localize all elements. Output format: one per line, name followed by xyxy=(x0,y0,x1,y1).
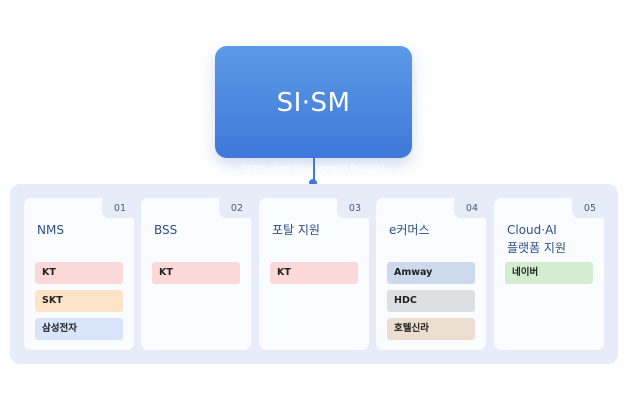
card-number: 04 xyxy=(465,203,478,214)
card-title: Cloud·AI 플랫폼 지원 xyxy=(507,221,566,257)
card-number-tab xyxy=(454,198,486,218)
card-number: 02 xyxy=(230,203,243,214)
card-title: 포탈 지원 xyxy=(272,223,320,237)
card-cloud-ai: 05 Cloud·AI 플랫폼 지원 네이버 xyxy=(494,198,604,350)
card-number-tab xyxy=(572,198,604,218)
tag-skt: SKT xyxy=(35,290,123,312)
card-title: e커머스 xyxy=(389,223,430,237)
tag-kt: KT xyxy=(35,262,123,284)
card-title: NMS xyxy=(37,223,64,237)
root-node: SI·SM SDP(System Development Princple) xyxy=(215,46,412,173)
card-number-tab xyxy=(102,198,134,218)
card-title-line1: Cloud·AI xyxy=(507,223,557,237)
card-number-tab xyxy=(337,198,369,218)
tag-hdc: HDC xyxy=(387,290,475,312)
card-portal: 03 포탈 지원 KT xyxy=(259,198,369,350)
card-number: 03 xyxy=(348,203,361,214)
tag-samsung: 삼성전자 xyxy=(35,318,123,340)
card-number: 05 xyxy=(583,203,596,214)
connector-line xyxy=(313,158,315,182)
tag-naver: 네이버 xyxy=(505,262,593,284)
tag-amway: Amway xyxy=(387,262,475,284)
card-bss: 02 BSS KT xyxy=(141,198,251,350)
card-title-line2: 플랫폼 지원 xyxy=(507,241,567,255)
card-nms: 01 NMS KT SKT 삼성전자 xyxy=(24,198,134,350)
tag-hotel-shilla: 호텔신라 xyxy=(387,318,475,340)
card-number: 01 xyxy=(113,203,126,214)
connector-dot xyxy=(309,179,317,187)
card-number-tab xyxy=(219,198,251,218)
card-ecommerce: 04 e커머스 Amway HDC 호텔신라 xyxy=(376,198,486,350)
tag-kt: KT xyxy=(270,262,358,284)
tag-kt: KT xyxy=(152,262,240,284)
card-title: BSS xyxy=(154,223,178,237)
root-title: SI·SM xyxy=(276,88,351,118)
